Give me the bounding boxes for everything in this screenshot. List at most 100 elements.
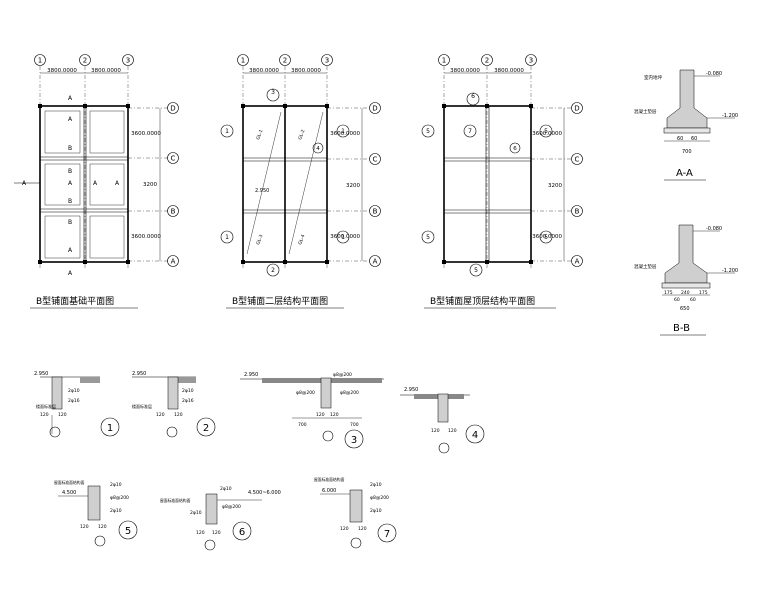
detail-ref-num: 3 <box>271 89 275 96</box>
axis-bubble <box>167 102 179 114</box>
beam-label: GL-2 <box>297 129 306 141</box>
axis-bubble <box>279 54 291 66</box>
section-mark: B <box>68 168 72 175</box>
detail-number: 5 <box>125 526 131 537</box>
detail-note: φ8@200 <box>333 372 352 378</box>
axis-label: 2 <box>283 57 287 65</box>
dimension-text: 3600.0000 <box>131 131 161 137</box>
footing-section <box>664 224 708 284</box>
footing-section <box>666 69 708 129</box>
column-marker <box>325 260 329 264</box>
level-mark: -0.080 <box>706 71 722 77</box>
beam-label: GL-3 <box>255 234 264 246</box>
axis-bubble <box>571 255 583 267</box>
section-title: A-A <box>676 168 693 179</box>
section-mark: A <box>68 247 73 254</box>
dimension-text: 60 <box>674 297 680 303</box>
detail-number: 1 <box>107 423 113 434</box>
detail-ref-num: 5 <box>474 267 478 274</box>
axis-label: B <box>575 208 580 216</box>
section-note: 混凝土垫层 <box>634 263 657 270</box>
dimension-text: 175 <box>664 290 673 296</box>
detail-note: 2φ10 <box>370 482 382 488</box>
section-mark: A <box>68 95 73 102</box>
detail-number-bubble <box>100 417 120 437</box>
dimension-text: 3600.0000 <box>131 234 161 240</box>
dimension-text: 240 <box>681 290 690 296</box>
detail-ref-num: 4 <box>316 146 320 152</box>
roof-plan: 1 2 3 3800.0000 3800.0000 6 5 7 5 6 <box>421 54 583 309</box>
dimension-text: 700 <box>350 422 359 428</box>
dimension-text: 3200 <box>548 183 562 189</box>
detail-number: 2 <box>203 423 209 434</box>
detail-ref-num: 5 <box>544 128 548 135</box>
level-mark: -0.080 <box>706 226 722 232</box>
slab-diagonal <box>288 111 324 255</box>
axis-label: 3 <box>126 57 130 65</box>
dimension-text: 60 <box>690 297 696 303</box>
dimension-text: 60 <box>677 136 683 142</box>
dimension-text: 3800.0000 <box>450 68 480 74</box>
axis-bubble <box>34 54 46 66</box>
detail-ref-bubble <box>266 88 280 102</box>
detail-5: 4.500 屋面标准面结构面 2φ10 φ8@200 2φ10 120 120 … <box>54 480 138 547</box>
axis-bubble <box>49 426 61 438</box>
detail-number-bubble <box>465 424 485 444</box>
level-mark: -1.200 <box>722 268 738 274</box>
beam-section <box>87 485 101 521</box>
detail-ref-bubble <box>266 263 280 277</box>
detail-ref-num: 1 <box>225 128 229 135</box>
beam-label: GL-1 <box>255 129 264 141</box>
column-marker <box>83 104 87 108</box>
detail-ref-bubble <box>421 124 435 138</box>
axis-bubble <box>167 152 179 164</box>
detail-note: 屋面标准面结构面 <box>160 498 191 503</box>
detail-ref-bubble <box>421 230 435 244</box>
column-marker <box>529 104 533 108</box>
detail-ref-num: 5 <box>426 128 430 135</box>
detail-3: 2.950 φ8@200 φ8@200 φ8@200 700 120 120 7… <box>240 372 384 449</box>
axis-bubble <box>525 54 537 66</box>
axis-bubble <box>369 255 381 267</box>
detail-number-bubble <box>344 429 364 449</box>
axis-label: D <box>574 105 579 113</box>
axis-bubble <box>571 153 583 165</box>
detail-number: 4 <box>472 430 478 441</box>
detail-ref-bubble <box>539 230 553 244</box>
dimension-text: 120 <box>156 412 165 418</box>
dimension-text: 3600.0000 <box>330 234 360 240</box>
footing-outline <box>89 215 125 259</box>
footing-outline <box>44 163 81 206</box>
axis-label: A <box>575 258 580 266</box>
section-mark: A <box>68 180 73 187</box>
axis-label: C <box>575 156 580 164</box>
axis-bubble <box>204 539 216 551</box>
detail-ref-num: 5 <box>426 234 430 241</box>
column-marker <box>126 104 130 108</box>
axis-bubble <box>369 153 381 165</box>
slab-diagonal <box>246 111 282 255</box>
dimension-text: 3800.0000 <box>91 68 121 74</box>
section-mark: B <box>68 219 72 226</box>
footing-outline <box>44 110 81 154</box>
detail-note: 2φ10 <box>220 486 232 492</box>
detail-note: 2φ10 <box>182 388 194 394</box>
detail-note: 2φ16 <box>182 398 194 404</box>
level-mark: 4.500~6.000 <box>248 490 281 496</box>
detail-1: 2.950 2φ10 2φ16 楼面标准层 120 120 1 <box>34 371 120 438</box>
beam-section <box>205 493 218 525</box>
axis-label: 1 <box>442 57 446 65</box>
beam-section <box>320 377 332 409</box>
detail-note: 屋面标准面结构面 <box>314 477 345 482</box>
detail-ref-num: 1 <box>341 234 345 241</box>
detail-note: 楼面标准层 <box>36 403 56 409</box>
column-marker <box>283 260 287 264</box>
detail-ref-num: 7 <box>468 128 472 135</box>
detail-note: φ8@200 <box>296 390 315 396</box>
detail-number-bubble <box>232 521 252 541</box>
beam-section <box>51 376 63 410</box>
dimension-text: 120 <box>196 530 205 536</box>
detail-ref-bubble <box>220 230 234 244</box>
axis-bubble <box>237 54 249 66</box>
level-mark: 2.950 <box>132 371 146 377</box>
